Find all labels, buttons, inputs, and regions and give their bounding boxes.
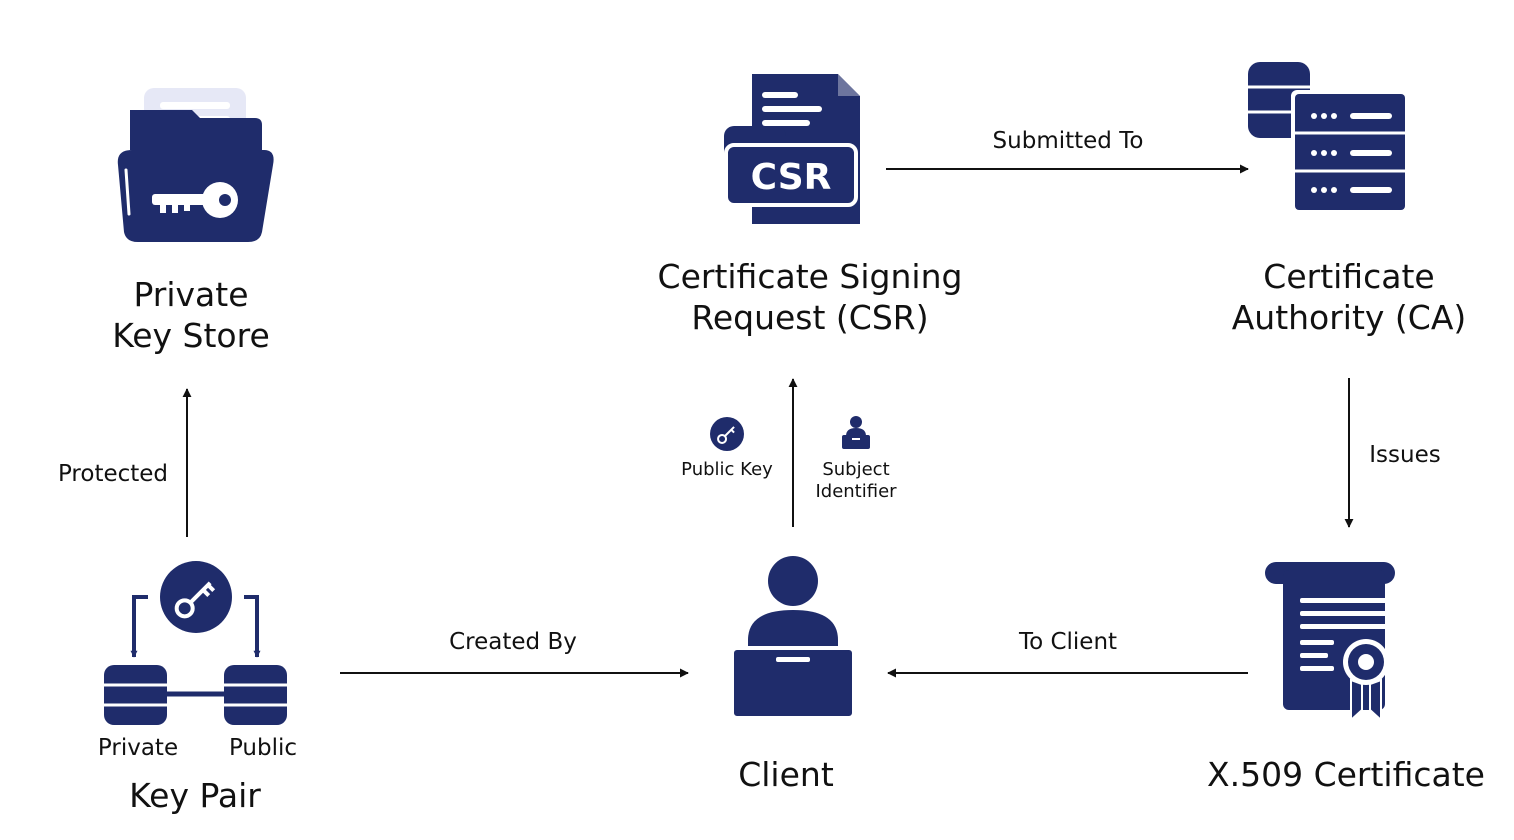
private-key-database-icon [104, 665, 167, 725]
server-database-icon [1248, 62, 1409, 214]
public-key-input-label: Public Key [681, 459, 773, 480]
csr-document-icon: CSR [724, 74, 860, 224]
folder-key-icon [117, 88, 274, 242]
user-laptop-icon [730, 556, 856, 720]
subject-identifier-input-label: Subject Identifier [815, 459, 897, 502]
client-title: Client [738, 755, 834, 794]
subject-identifier-small-icon [842, 416, 870, 449]
public-key-database-icon [224, 665, 287, 725]
key-pair-icon [104, 561, 287, 725]
edge-label-submitted-to: Submitted To [992, 128, 1144, 154]
public-key-small-icon [710, 417, 744, 451]
csr-badge-text: CSR [751, 157, 832, 198]
private-key-label: Private [97, 735, 179, 761]
x509-certificate-title: X.509 Certificate [1207, 755, 1485, 794]
edge-label-to-client: To Client [1018, 629, 1118, 655]
csr-title: Certificate Signing Request (CSR) [657, 257, 963, 337]
public-key-label: Public [228, 735, 298, 761]
certificate-scroll-icon [1265, 562, 1395, 723]
edge-label-protected: Protected [57, 461, 169, 487]
key-pair-title: Key Pair [129, 776, 261, 815]
edge-label-created-by: Created By [449, 629, 577, 655]
ca-title: Certificate Authority (CA) [1231, 257, 1467, 337]
private-key-store-title: Private Key Store [112, 275, 270, 355]
edge-label-issues: Issues [1369, 442, 1441, 468]
